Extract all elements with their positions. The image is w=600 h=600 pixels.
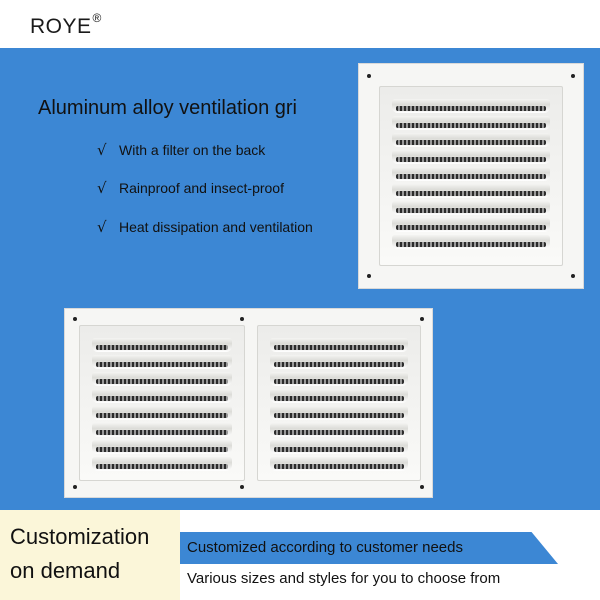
louver-slats (392, 99, 550, 252)
registered-mark: ® (92, 11, 102, 25)
feature-item: √ Heat dissipation and ventilation (97, 218, 313, 236)
screw-hole (571, 274, 575, 278)
screw-hole (73, 485, 77, 489)
single-vent-grille-image (359, 64, 583, 288)
product-headline: Aluminum alloy ventilation gri (38, 97, 298, 119)
customization-title-line1: Customization (10, 524, 150, 549)
louver-slats (92, 338, 232, 474)
screw-hole (571, 74, 575, 78)
customization-title: Customization on demand (10, 520, 149, 588)
feature-text: Heat dissipation and ventilation (119, 219, 313, 235)
grille-frame-left (79, 325, 245, 481)
customization-title-line2: on demand (10, 558, 121, 583)
check-icon: √ (97, 179, 107, 197)
feature-item: √ Rainproof and insect-proof (97, 179, 284, 197)
screw-hole (240, 485, 244, 489)
screw-hole (367, 274, 371, 278)
screw-hole (240, 317, 244, 321)
screw-hole (420, 317, 424, 321)
double-vent-grille-image (65, 309, 432, 497)
feature-text: Rainproof and insect-proof (119, 180, 284, 196)
grille-frame (379, 86, 563, 266)
banner-text: Customized according to customer needs (187, 539, 463, 556)
check-icon: √ (97, 141, 107, 159)
customization-panel (0, 510, 180, 600)
check-icon: √ (97, 218, 107, 236)
brand-logo: ROYE® (30, 11, 102, 39)
feature-item: √ With a filter on the back (97, 141, 265, 159)
screw-hole (73, 317, 77, 321)
header: ROYE® (0, 0, 600, 48)
feature-text: With a filter on the back (119, 142, 266, 158)
brand-name: ROYE (30, 15, 92, 38)
grille-frame-right (257, 325, 421, 481)
customer-needs-banner (180, 532, 558, 564)
louver-slats (270, 338, 408, 474)
screw-hole (420, 485, 424, 489)
screw-hole (367, 74, 371, 78)
sizes-styles-text: Various sizes and styles for you to choo… (187, 570, 501, 587)
